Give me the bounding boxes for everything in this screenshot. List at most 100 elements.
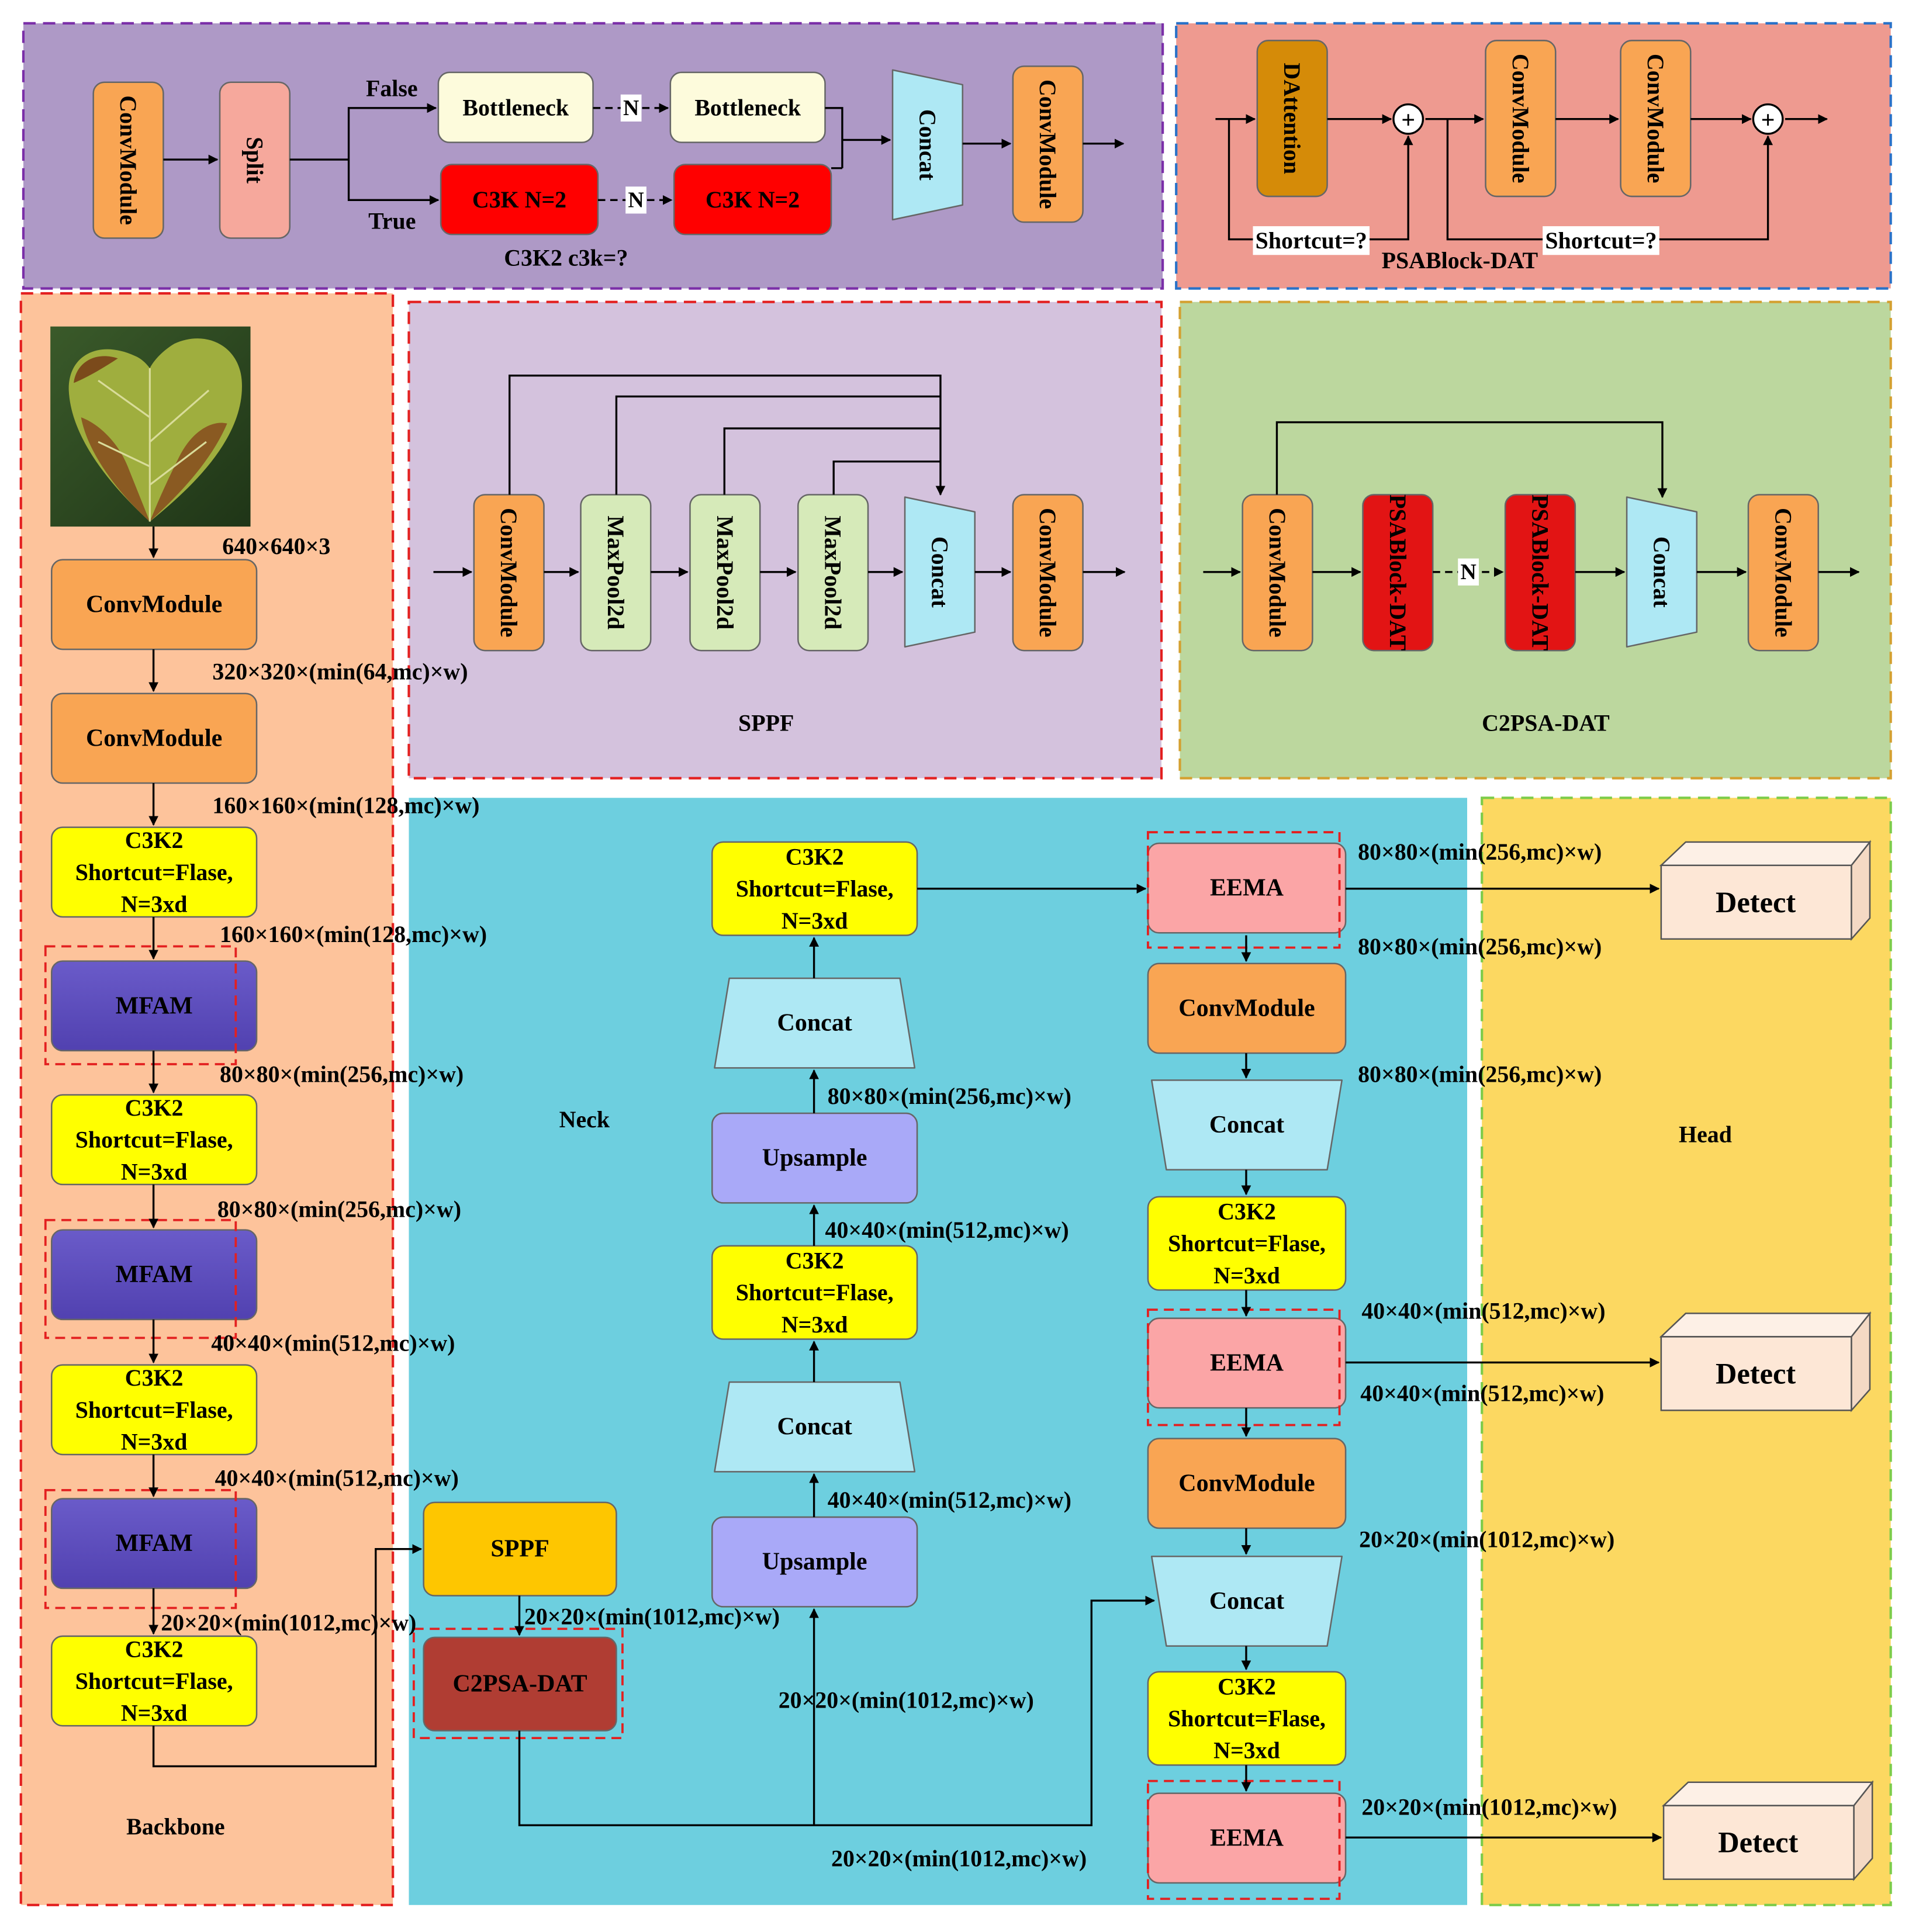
- backbone-c3k2-2-line-2: Shortcut=Flase,: [75, 1127, 233, 1153]
- backbone-c3k2-1-line-3: N=3xd: [121, 891, 188, 917]
- backbone-c3k2-3-line-1: C3K2: [125, 1365, 184, 1391]
- neck-eema-1-label: EEMA: [1210, 875, 1284, 902]
- c3k2-caption: C3K2 c3k=?: [504, 245, 628, 271]
- n-marker-top: N: [623, 96, 639, 120]
- bb-dim-7: 40×40×(min(512,mc)×w): [215, 1464, 459, 1491]
- neck-eema-2-label: EEMA: [1210, 1349, 1284, 1376]
- c3k-b: [673, 164, 832, 236]
- eema-3-highlight: [1147, 1779, 1341, 1900]
- n-marker-bottom-bg: [625, 186, 646, 214]
- backbone-c3k2-4-line-3: N=3xd: [121, 1700, 188, 1726]
- neck-conv-down2-label: ConvModule: [1178, 1470, 1315, 1497]
- edge-sppf-skip-c: [509, 375, 946, 496]
- neck-c3k2-up1-line-2: Shortcut=Flase,: [736, 1279, 894, 1306]
- neck-eema-3-label: EEMA: [1210, 1824, 1284, 1851]
- sppf-concat: [904, 496, 976, 648]
- neck-c3k2-down1-line-3: N=3xd: [1213, 1262, 1280, 1289]
- psa-block-1-label: PSABlock-DAT: [1385, 494, 1411, 650]
- c2psa-n-marker: N: [1460, 560, 1476, 584]
- neck-concat-1-label: Concat: [777, 1414, 852, 1441]
- c3k2-concat: [891, 69, 964, 221]
- maxpool-3-label: MaxPool2d: [820, 515, 846, 629]
- neck-concat-3-label: Concat: [1209, 1112, 1284, 1138]
- neck-c3k2-up1-line-3: N=3xd: [782, 1311, 848, 1338]
- neck-dim-eema1-out: 80×80×(min(256,mc)×w): [1358, 839, 1602, 865]
- backbone-conv-2-label: ConvModule: [86, 725, 222, 752]
- maxpool-1-label: MaxPool2d: [603, 515, 629, 629]
- neck-concat-4: [1150, 1556, 1343, 1647]
- edge-sppf-skip-m1: [615, 395, 941, 495]
- neck-concat-2: [714, 977, 916, 1069]
- detect-box-1: [1659, 840, 1872, 941]
- edge-sppf-skip-m2: [723, 427, 941, 495]
- neck-sppf-label: SPPF: [490, 1536, 549, 1563]
- neck-upsample-2-label: Upsample: [762, 1145, 867, 1172]
- detect-3-label: Detect: [1718, 1826, 1798, 1859]
- neck-conv-down1-label: ConvModule: [1178, 995, 1315, 1022]
- bb-dim-input: 640×640×3: [222, 533, 330, 559]
- detect-box-3: [1661, 1780, 1874, 1882]
- neck-dim-up2-in: 40×40×(min(512,mc)×w): [825, 1217, 1069, 1243]
- mfam-2-highlight: [44, 1218, 237, 1339]
- edge-branch-true: [347, 160, 440, 205]
- bb-dim-6: 40×40×(min(512,mc)×w): [211, 1329, 455, 1356]
- neck-concat-2-label: Concat: [777, 1010, 852, 1037]
- dattention-block-label: DAttention: [1279, 63, 1305, 174]
- edge-sppf-skip-m3: [832, 461, 941, 495]
- backbone-mfam-1-label: MFAM: [116, 992, 193, 1019]
- leaf-image: [50, 326, 251, 527]
- bb-dim-4: 80×80×(min(256,mc)×w): [220, 1061, 464, 1087]
- backbone-c3k2-4-line-1: C3K2: [125, 1636, 184, 1662]
- neck-concat-4-label: Concat: [1209, 1588, 1284, 1615]
- c2psa-concat-label: Concat: [1648, 536, 1675, 608]
- eema-1-highlight: [1147, 831, 1341, 949]
- neck-dim-bottom: 20×20×(min(1012,mc)×w): [831, 1845, 1087, 1871]
- neck-concat-1: [714, 1381, 916, 1473]
- backbone-c3k2-3-line-3: N=3xd: [121, 1428, 188, 1455]
- shortcut-label-b-bg: [1543, 226, 1659, 255]
- backbone-mfam-2-label: MFAM: [116, 1261, 193, 1288]
- c2psa-conv-in-label: ConvModule: [1264, 508, 1291, 638]
- neck-dim-up2: 80×80×(min(256,mc)×w): [828, 1083, 1071, 1109]
- c3k-a-label: C3K N=2: [472, 186, 566, 213]
- c3k-b-label: C3K N=2: [706, 186, 800, 213]
- neck-c2psa-label: C2PSA-DAT: [452, 1671, 587, 1698]
- plus-node-1-label: +: [1401, 107, 1415, 134]
- neck-c3k2-down2-line-1: C3K2: [1218, 1673, 1276, 1699]
- neck-dim-bottom-mid: 20×20×(min(1012,mc)×w): [779, 1687, 1034, 1713]
- sppf-caption: SPPF: [738, 710, 794, 736]
- neck-dim-eema3: 20×20×(min(1012,mc)×w): [1361, 1793, 1617, 1820]
- neck-c3k2-up1-line-1: C3K2: [786, 1248, 844, 1274]
- edge-bb-to-sppf: [152, 1544, 423, 1768]
- backbone-c3k2-2-line-1: C3K2: [125, 1095, 184, 1121]
- neck-c3k2-top-line-3: N=3xd: [782, 908, 848, 934]
- backbone-c3k2-3-line-2: Shortcut=Flase,: [75, 1397, 233, 1423]
- n-marker-top-bg: [620, 94, 642, 122]
- neck-c3k2-down1-line-1: C3K2: [1218, 1199, 1276, 1225]
- neck-c3k2-down1-line-2: Shortcut=Flase,: [1168, 1230, 1326, 1256]
- mfam-3-highlight: [44, 1488, 237, 1609]
- shortcut-label-a-bg: [1253, 226, 1370, 255]
- head-caption: Head: [1679, 1121, 1732, 1147]
- backbone-mfam-3-label: MFAM: [116, 1530, 193, 1557]
- psa-block-2-label: PSABlock-DAT: [1527, 494, 1553, 650]
- neck-caption: Neck: [559, 1106, 610, 1133]
- backbone-c3k2-1-line-2: Shortcut=Flase,: [75, 859, 233, 885]
- c2psa-conv-out-label: ConvModule: [1770, 508, 1796, 638]
- psablock-caption: PSABlock-DAT: [1382, 247, 1538, 273]
- label-true: True: [368, 208, 416, 234]
- c3k2-conv-out-label: ConvModule: [1035, 79, 1061, 209]
- bb-dim-3: 160×160×(min(128,mc)×w): [220, 921, 487, 947]
- bb-dim-8: 20×20×(min(1012,mc)×w): [161, 1609, 416, 1636]
- c2psa-concat: [1626, 496, 1698, 648]
- neck-dim-eema2-in: 40×40×(min(512,mc)×w): [1361, 1298, 1605, 1324]
- neck-c3k2-down2-line-2: Shortcut=Flase,: [1168, 1705, 1326, 1732]
- maxpool-2-label: MaxPool2d: [712, 515, 738, 629]
- c3k2-concat-label: Concat: [914, 109, 941, 181]
- edge-c2psa-skip: [1275, 421, 1668, 498]
- edge-bneck-merge: [825, 107, 843, 168]
- split-block-label: Split: [241, 137, 268, 184]
- backbone-c3k2-2-line-3: N=3xd: [121, 1158, 188, 1185]
- backbone-conv-1-label: ConvModule: [86, 591, 222, 618]
